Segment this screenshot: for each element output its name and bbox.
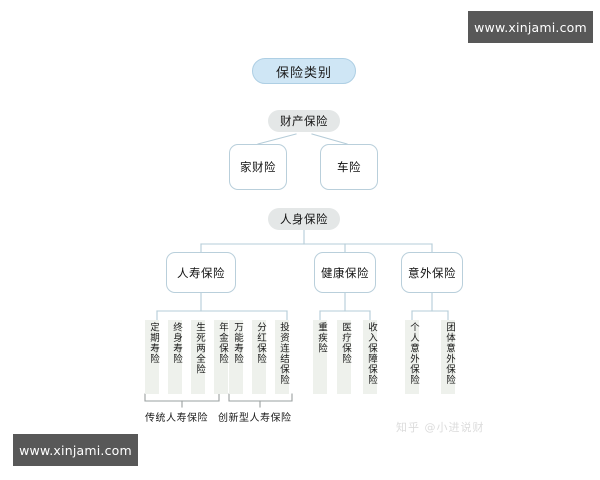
- group-brackets: [144, 393, 293, 408]
- node-property-insurance[interactable]: 财产保险: [268, 110, 340, 132]
- leaf-term-life-insurance[interactable]: 定期寿险: [145, 320, 159, 394]
- leaf-label: 重疾险: [316, 322, 327, 354]
- leaf-label: 投资连结保险: [278, 322, 289, 385]
- leaf-annuity-insurance[interactable]: 年金保险: [214, 320, 228, 394]
- leaf-label: 团体意外保险: [444, 322, 455, 385]
- caption-traditional-life-insurance: 传统人寿保险: [145, 413, 208, 424]
- leaf-endowment-insurance[interactable]: 生死两全险: [191, 320, 205, 394]
- node-label: 意外保险: [408, 265, 456, 280]
- node-accident-insurance[interactable]: 意外保险: [401, 252, 463, 293]
- leaf-label: 万能寿险: [232, 322, 243, 364]
- node-label: 财产保险: [280, 114, 328, 128]
- node-label: 健康保险: [321, 265, 369, 280]
- caption-innovative-life-insurance: 创新型人寿保险: [218, 413, 292, 424]
- node-personal-insurance[interactable]: 人身保险: [268, 208, 340, 230]
- leaf-universal-life-insurance[interactable]: 万能寿险: [229, 320, 243, 394]
- node-health-insurance[interactable]: 健康保险: [314, 252, 376, 293]
- leaf-label: 定期寿险: [148, 322, 159, 364]
- leaf-label: 生死两全险: [194, 322, 205, 375]
- leaf-medical-insurance[interactable]: 医疗保险: [337, 320, 351, 394]
- leaf-label: 个人意外保险: [408, 322, 419, 385]
- node-label: 人身保险: [280, 212, 328, 226]
- leaf-label: 终身寿险: [171, 322, 182, 364]
- node-auto-insurance[interactable]: 车险: [320, 144, 378, 190]
- node-home-property-insurance[interactable]: 家财险: [229, 144, 287, 190]
- node-label: 保险类别: [275, 65, 332, 81]
- leaf-whole-life-insurance[interactable]: 终身寿险: [168, 320, 182, 394]
- node-label: 车险: [337, 160, 361, 174]
- leaf-participating-insurance[interactable]: 分红保险: [252, 320, 266, 394]
- leaf-label: 收入保障保险: [366, 322, 377, 385]
- leaf-income-protection-insurance[interactable]: 收入保障保险: [363, 320, 377, 394]
- leaf-investment-linked-insurance[interactable]: 投资连结保险: [275, 320, 289, 394]
- leaf-individual-accident-insurance[interactable]: 个人意外保险: [405, 320, 419, 394]
- node-root-insurance-category[interactable]: 保险类别: [252, 58, 356, 84]
- leaf-label: 医疗保险: [340, 322, 351, 364]
- node-label: 家财险: [240, 160, 276, 174]
- watermark-zhihu: 知乎 @小进说财: [396, 421, 485, 434]
- leaf-label: 分红保险: [255, 322, 266, 364]
- node-label: 人寿保险: [177, 265, 225, 280]
- watermark-bottom-left: www.xinjami.com: [13, 434, 138, 466]
- leaf-critical-illness-insurance[interactable]: 重疾险: [313, 320, 327, 394]
- node-life-insurance[interactable]: 人寿保险: [166, 252, 236, 293]
- leaf-group-accident-insurance[interactable]: 团体意外保险: [441, 320, 455, 394]
- leaf-label: 年金保险: [217, 322, 228, 364]
- watermark-top-right: www.xinjami.com: [468, 11, 593, 43]
